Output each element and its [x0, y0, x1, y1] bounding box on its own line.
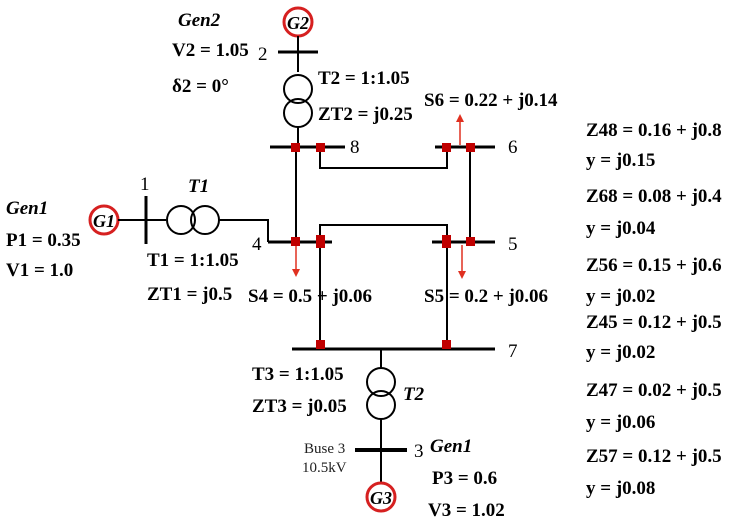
load-s5: S5 = 0.2 + j0.06	[424, 286, 548, 307]
load-arrow-s5	[458, 271, 466, 279]
t1-ratio: T1 = 1:1.05	[147, 250, 239, 271]
line-parameter-list: Z48 = 0.16 + j0.8 y = j0.15 Z68 = 0.08 +…	[586, 120, 722, 499]
param-y-68: y = j0.04	[586, 218, 656, 239]
bus-4-label: 4	[252, 234, 262, 255]
line-6-8	[319, 150, 448, 169]
bus-7-label: 7	[508, 341, 518, 362]
bus-6-label: 6	[508, 137, 518, 158]
breaker-6-b	[466, 143, 475, 152]
gen3-power: P3 = 0.6	[432, 468, 497, 489]
bus-1-label: 1	[140, 174, 150, 195]
t2-impedance: ZT2 = j0.25	[318, 104, 413, 125]
param-y-47: y = j0.06	[586, 412, 655, 433]
t3-ratio: T3 = 1:1.05	[252, 364, 344, 385]
gen1-power: P1 = 0.35	[6, 230, 81, 251]
transformer-t3-symbol	[366, 367, 396, 420]
t1-impedance: ZT1 = j0.5	[147, 284, 232, 305]
gen3-name: Gen1	[430, 436, 472, 457]
param-y-56: y = j0.02	[586, 286, 655, 307]
bus-3-label: 3	[414, 441, 424, 462]
t3-impedance: ZT3 = j0.05	[252, 396, 347, 417]
generator-g3: G3	[365, 481, 397, 513]
g2-symbol: G2	[287, 13, 309, 33]
breaker-5-b	[466, 237, 475, 246]
bus3-note-line2: 10.5kV	[302, 460, 347, 476]
g1-symbol: G1	[93, 211, 115, 231]
breaker-7-a	[316, 340, 325, 349]
param-z-47: Z47 = 0.02 + j0.5	[586, 380, 722, 401]
t3-symbol: T2	[403, 384, 425, 405]
breaker-4-b	[316, 235, 325, 248]
param-y-45: y = j0.02	[586, 342, 655, 363]
bus-8-label: 8	[350, 137, 360, 158]
param-z-68: Z68 = 0.08 + j0.4	[586, 186, 722, 207]
load-arrow-s4	[292, 269, 300, 277]
load-s4: S4 = 0.5 + j0.06	[248, 286, 372, 307]
g3-symbol: G3	[370, 488, 392, 508]
load-arrow-s6	[456, 114, 464, 122]
bus-2-label: 2	[258, 44, 268, 65]
transformer-t2-symbol	[283, 74, 313, 128]
gen2-voltage: V2 = 1.05	[172, 40, 249, 61]
generator-g2: G2	[282, 6, 314, 38]
bus3-note-line1: Buse 3	[304, 441, 345, 457]
breakers	[291, 143, 475, 349]
param-z-56: Z56 = 0.15 + j0.6	[586, 255, 722, 276]
gen2-angle: δ2 = 0°	[172, 76, 229, 97]
gen1-voltage: V1 = 1.0	[6, 260, 73, 281]
param-z-57: Z57 = 0.12 + j0.5	[586, 446, 722, 467]
param-z-48: Z48 = 0.16 + j0.8	[586, 120, 722, 141]
breaker-8-a	[291, 143, 300, 152]
t2-ratio: T2 = 1:1.05	[318, 68, 410, 89]
breaker-4-a	[291, 237, 300, 246]
generator-g1: G1	[88, 204, 120, 236]
gen3-voltage: V3 = 1.02	[428, 500, 505, 521]
t1-symbol: T1	[188, 176, 209, 197]
gen2-name: Gen2	[178, 10, 221, 31]
param-y-48: y = j0.15	[586, 150, 655, 171]
param-z-45: Z45 = 0.12 + j0.5	[586, 312, 722, 333]
load-s6: S6 = 0.22 + j0.14	[424, 90, 558, 111]
breaker-5-a	[442, 235, 451, 248]
gen1-name: Gen1	[6, 198, 48, 219]
param-y-57: y = j0.08	[586, 478, 655, 499]
line-4-5	[319, 224, 448, 240]
bus-5-label: 5	[508, 234, 518, 255]
breaker-6-a	[442, 143, 451, 152]
breaker-7-b	[442, 340, 451, 349]
transformer-t1-symbol	[166, 205, 220, 235]
breaker-8-b	[316, 143, 325, 152]
